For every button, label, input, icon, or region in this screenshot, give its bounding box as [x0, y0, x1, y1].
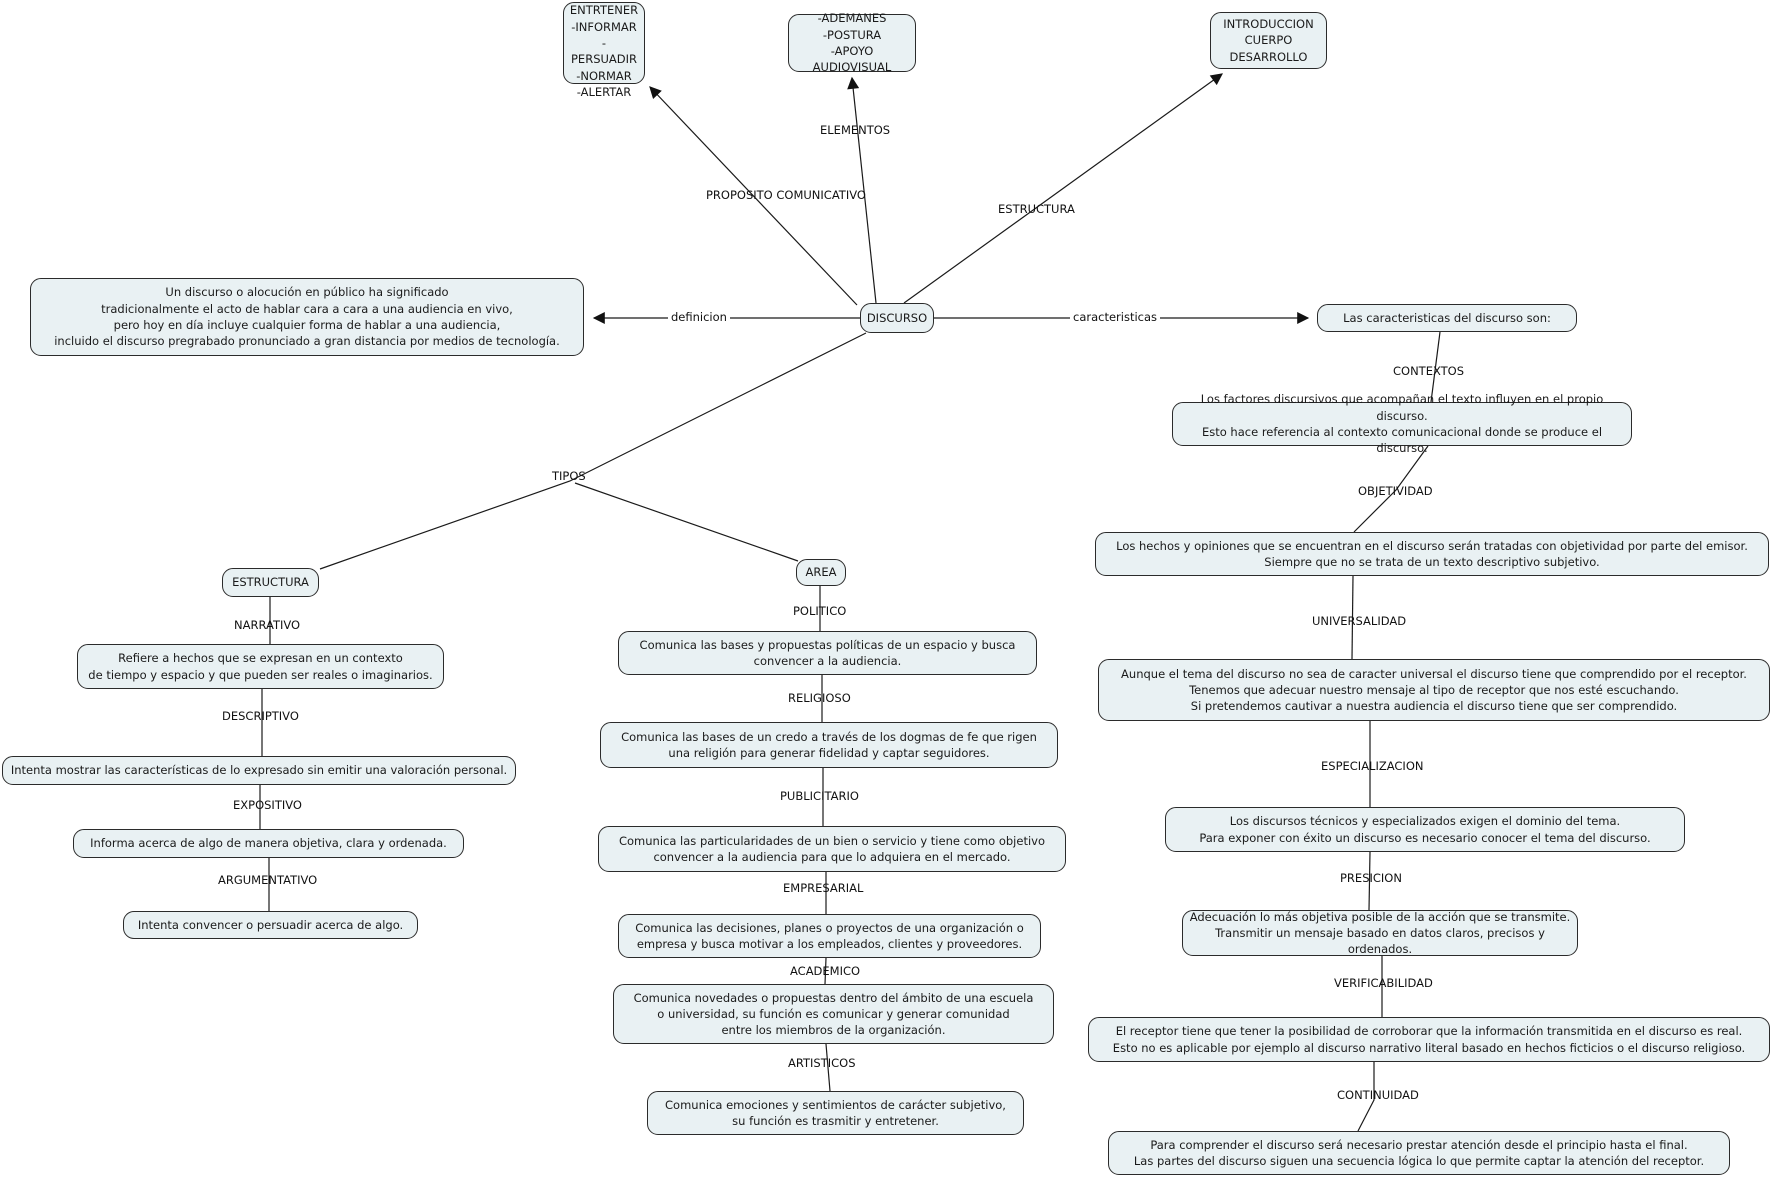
node-academico[interactable]: Comunica novedades o propuestas dentro d…	[613, 984, 1054, 1044]
link-label-caracteristicas: caracteristicas	[1070, 311, 1161, 325]
node-verificabilidad[interactable]: El receptor tiene que tener la posibilid…	[1088, 1017, 1770, 1062]
edge-elementos	[847, 76, 877, 304]
link-label-continuidad: CONTINUIDAD	[1337, 1088, 1419, 1102]
link-label-universalidad: UNIVERSALIDAD	[1312, 614, 1407, 628]
link-label-objetividad: OBJETIVIDAD	[1358, 484, 1433, 498]
node-proposito-items[interactable]: -ENTRTENER -INFORMAR -PERSUADIR -NORMAR …	[563, 0, 645, 99]
node-presicion[interactable]: Adecuación lo más objetiva posible de la…	[1182, 910, 1578, 956]
link-label-proposito-comunicativo: PROPOSITO COMUNICATIVO	[706, 188, 866, 202]
node-contextos[interactable]: Los factores discursivos que acompañan e…	[1172, 392, 1632, 455]
edge-proposito-comunicativo	[649, 86, 858, 306]
node-argumentativo[interactable]: Intenta convencer o persuadir acerca de …	[123, 911, 418, 939]
node-expositivo[interactable]: Informa acerca de algo de manera objetiv…	[73, 829, 464, 858]
node-religioso[interactable]: Comunica las bases de un credo a través …	[600, 722, 1058, 768]
link-label-argumentativo: ARGUMENTATIVO	[218, 873, 318, 887]
link-label-narrativo: NARRATIVO	[234, 618, 301, 632]
link-label-descriptivo: DESCRIPTIVO	[222, 709, 299, 723]
node-narrativo[interactable]: Refiere a hechos que se expresan en un c…	[77, 644, 444, 689]
node-publicitario[interactable]: Comunica las particularidades de un bien…	[598, 826, 1066, 872]
node-universalidad[interactable]: Aunque el tema del discurso no sea de ca…	[1098, 659, 1770, 721]
node-descriptivo[interactable]: Intenta mostrar las características de l…	[2, 756, 516, 785]
node-area-tipo[interactable]: AREA	[796, 559, 846, 586]
link-label-presicion: PRESICION	[1340, 871, 1402, 885]
link-label-verificabilidad: VERIFICABILIDAD	[1334, 976, 1433, 990]
node-estructura-tipo[interactable]: ESTRUCTURA	[222, 568, 319, 597]
link-label-academico: ACADEMICO	[790, 964, 861, 978]
link-label-estructura: ESTRUCTURA	[998, 202, 1075, 216]
node-definicion[interactable]: Un discurso o alocución en público ha si…	[30, 278, 584, 356]
link-label-expositivo: EXPOSITIVO	[233, 798, 302, 812]
link-label-definicion: definicion	[668, 311, 730, 325]
node-discurso[interactable]: DISCURSO	[860, 303, 934, 333]
link-label-contextos: CONTEXTOS	[1393, 364, 1465, 378]
link-label-tipos: TIPOS	[552, 469, 586, 483]
edge-tipos-area	[574, 482, 799, 562]
node-politico[interactable]: Comunica las bases y propuestas política…	[618, 631, 1037, 675]
edge-estructura-top	[903, 73, 1223, 304]
edge-tipos-estructura	[319, 332, 867, 570]
node-empresarial[interactable]: Comunica las decisiones, planes o proyec…	[618, 914, 1041, 958]
link-label-elementos: ELEMENTOS	[820, 123, 891, 137]
node-caracteristicas-intro[interactable]: Las caracteristicas del discurso son:	[1317, 304, 1577, 332]
node-artisticos[interactable]: Comunica emociones y sentimientos de car…	[647, 1091, 1024, 1135]
link-label-especializacion: ESPECIALIZACION	[1321, 759, 1424, 773]
link-label-empresarial: EMPRESARIAL	[783, 881, 864, 895]
node-estructura-items[interactable]: INTRODUCCION CUERPO DESARROLLO	[1210, 12, 1327, 69]
link-label-politico: POLITICO	[793, 604, 847, 618]
node-objetividad[interactable]: Los hechos y opiniones que se encuentran…	[1095, 532, 1769, 576]
node-continuidad[interactable]: Para comprender el discurso será necesar…	[1108, 1131, 1730, 1175]
link-label-artisticos: ARTISTICOS	[788, 1056, 856, 1070]
link-label-religioso: RELIGIOSO	[788, 691, 851, 705]
node-elementos-items[interactable]: -ADEMANES -POSTURA -APOYO AUDIOVISUAL	[788, 11, 916, 74]
node-especializacion[interactable]: Los discursos técnicos y especializados …	[1165, 807, 1685, 852]
link-label-publicitario: PUBLICITARIO	[780, 789, 859, 803]
